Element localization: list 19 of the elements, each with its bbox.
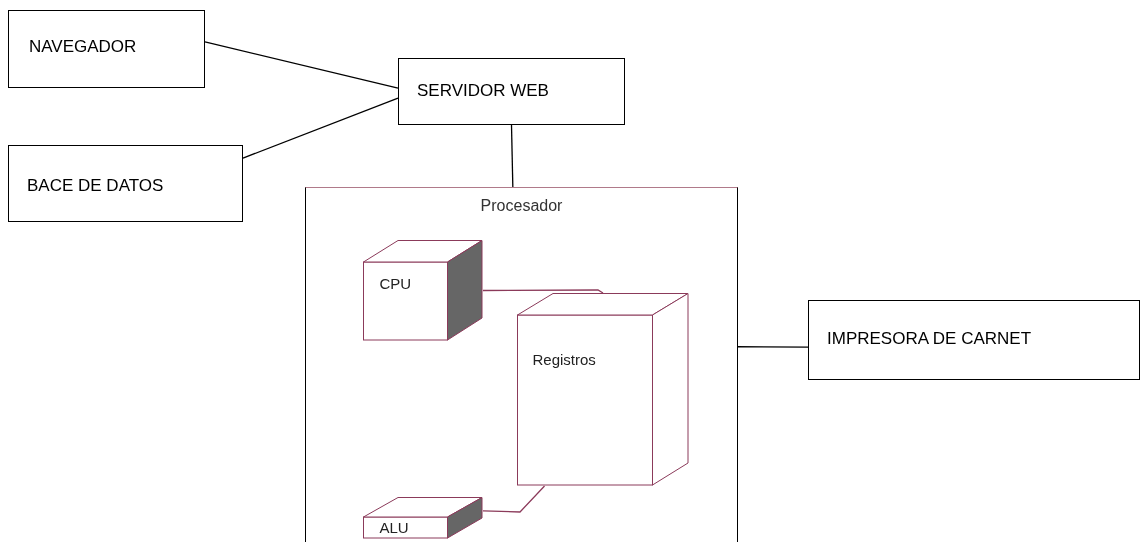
node-label: IMPRESORA DE CARNET — [827, 329, 1032, 349]
node-label: SERVIDOR WEB — [417, 81, 549, 101]
connector-line — [737, 346, 809, 348]
node-box — [8, 145, 243, 222]
node-label: BACE DE DATOS — [27, 176, 164, 196]
connector-line — [482, 289, 604, 294]
node-label: CPU — [379, 274, 412, 292]
processor-frame — [305, 187, 738, 542]
node-label: NAVEGADOR — [29, 37, 137, 57]
node-box — [398, 58, 625, 125]
connector-line — [482, 485, 546, 513]
connector-line — [242, 97, 399, 159]
node-box — [808, 300, 1140, 380]
connector-line — [204, 41, 399, 89]
node-box — [8, 10, 205, 88]
connector-line — [510, 124, 514, 188]
frame-title: Procesador — [479, 197, 564, 215]
node-label: ALU — [379, 518, 409, 536]
node-label: Registros — [532, 350, 596, 368]
